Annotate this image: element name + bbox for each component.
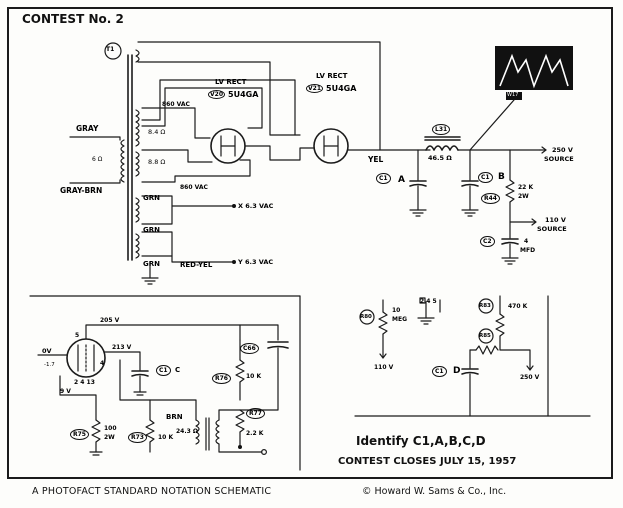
label-c2-val1: 4 — [524, 238, 529, 245]
label-r80-val1: 10 — [392, 307, 401, 314]
label-v20-title: LV RECT — [215, 78, 247, 86]
label-213-v: 213 V — [112, 344, 132, 351]
label-205-v: 205 V — [100, 317, 120, 324]
label-gray-brn: GRAY-BRN — [60, 186, 103, 195]
footer-left: A PHOTOFACT STANDARD NOTATION SCHEMATIC — [32, 486, 272, 497]
contest-closes-text: CONTEST CLOSES JULY 15, 1957 — [338, 456, 517, 467]
label-860-vac-bottom: 860 VAC — [180, 184, 208, 191]
label-v20-id: V20 — [208, 90, 225, 99]
label-84-ohms: 8.4 Ω — [148, 128, 166, 136]
label-9-v: 9 V — [60, 388, 71, 395]
label-v21-id: V21 — [306, 84, 323, 93]
label-r85: R85 — [479, 333, 491, 339]
label-neg-17: -1.7 — [44, 362, 55, 368]
label-r76: R76 — [212, 373, 231, 384]
label-l31: L31 — [432, 124, 451, 135]
label-pin-5: 5 — [75, 332, 80, 339]
label-r44-val1: 22 K — [518, 184, 534, 191]
label-r73: R73 — [128, 432, 147, 443]
power-transformer-t1 — [104, 42, 140, 261]
label-250-v: 250 V — [520, 374, 540, 381]
label-t1: T1 — [106, 46, 115, 53]
label-c2: C2 — [480, 236, 495, 247]
label-source-110-1: 110 V — [545, 216, 566, 224]
label-grn-3: GRN — [143, 260, 160, 268]
label-x-63-vac: X 6.3 VAC — [238, 202, 274, 210]
label-r77: R77 — [246, 408, 265, 419]
label-c1a-id: C1 — [376, 173, 391, 184]
label-transformer-ohms: 24.3 Ω — [176, 428, 198, 435]
label-r80: R80 — [360, 314, 372, 320]
label-red-yel: RED-YEL — [180, 261, 213, 269]
label-0v: 0V — [42, 347, 52, 355]
label-source-250-2: SOURCE — [544, 155, 574, 163]
choke-l31 — [424, 136, 461, 151]
identify-text: Identify C1,A,B,C,D — [356, 434, 486, 448]
waveform-w17 — [469, 46, 573, 151]
label-v21-title: LV RECT — [316, 72, 348, 80]
label-pin-4: 4 — [100, 360, 105, 367]
label-r75-val1: 100 — [104, 425, 117, 432]
label-r80-val2: MEG — [392, 316, 407, 323]
label-c66: C66 — [240, 343, 259, 354]
footer-right: © Howard W. Sams & Co., Inc. — [362, 486, 507, 497]
page-title: CONTEST No. 2 — [22, 12, 124, 26]
tube-v21 — [313, 128, 349, 164]
label-r83-val: 470 K — [508, 303, 528, 310]
label-r75: R75 — [70, 429, 89, 440]
label-source-250-1: 250 V — [552, 146, 573, 154]
label-r83: R83 — [479, 303, 491, 309]
label-r44-val2: 2W — [518, 193, 529, 200]
label-tube-pins: 2 4 13 — [74, 379, 95, 386]
label-c1d-letter: D — [453, 366, 461, 376]
page-frame — [7, 7, 613, 479]
label-r75-val2: 2W — [104, 434, 115, 441]
label-c1a-letter: A — [398, 175, 405, 185]
label-v20-type: 5U4GA — [228, 90, 259, 99]
label-gray: GRAY — [76, 124, 99, 133]
label-110-v: 110 V — [374, 364, 394, 371]
label-c2-val2: MFD — [520, 247, 536, 254]
label-c1d-id: C1 — [432, 366, 447, 377]
label-r77-val: 2.2 K — [246, 430, 264, 437]
label-y-63-vac: Y 6.3 VAC — [238, 258, 274, 266]
label-brn: BRN — [166, 413, 183, 421]
label-switch-pins: 2 4 5 — [420, 298, 437, 305]
label-c1b-id: C1 — [478, 172, 493, 183]
label-r73-val: 10 K — [158, 434, 174, 441]
label-grn-2: GRN — [143, 226, 160, 234]
label-c1c-id: C1 — [156, 365, 171, 376]
label-c1b-letter: B — [498, 172, 505, 182]
label-88-ohms: 8.8 Ω — [148, 158, 166, 166]
label-860-vac-top: 860 VAC — [162, 101, 190, 108]
label-grn-1: GRN — [143, 194, 160, 202]
label-pri-ohms: 6 Ω — [92, 156, 103, 163]
label-w17: W17 — [507, 92, 519, 98]
label-yel: YEL — [368, 155, 384, 164]
label-r76-val: 10 K — [246, 373, 262, 380]
label-source-110-2: SOURCE — [537, 225, 567, 233]
label-c1c-letter: C — [175, 366, 181, 374]
label-l31-ohms: 46.5 Ω — [428, 154, 452, 162]
label-v21-type: 5U4GA — [326, 84, 357, 93]
label-r44: R44 — [481, 193, 500, 204]
